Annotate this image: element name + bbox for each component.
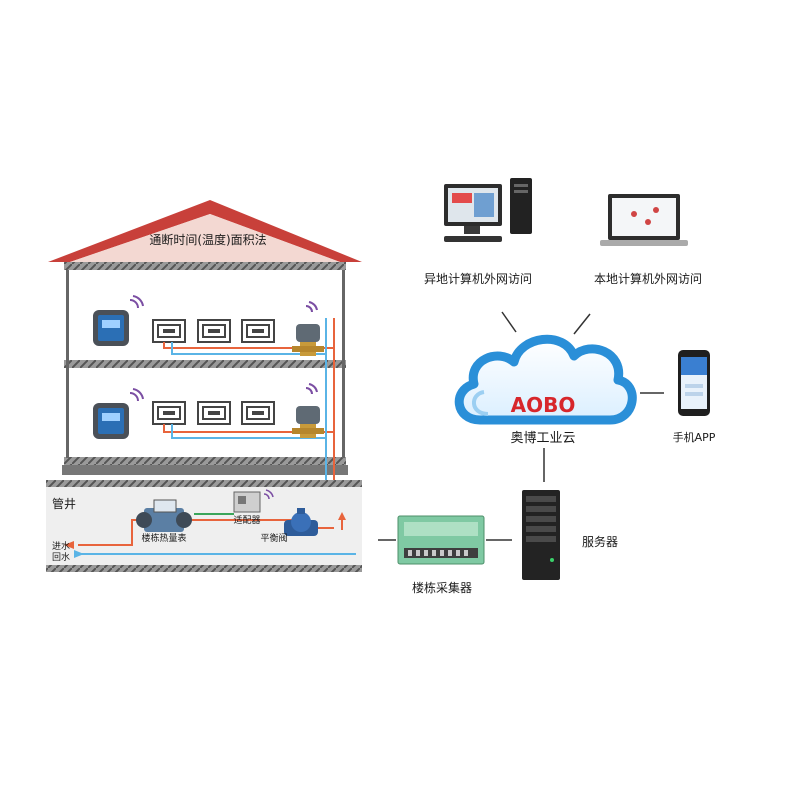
- balance-valve-icon: [284, 508, 318, 536]
- collector-label: 楼栋采集器: [412, 580, 472, 595]
- link-line: [501, 311, 517, 333]
- foundation-slab: [62, 465, 348, 475]
- thermostat-icon: [93, 295, 144, 346]
- roof: [48, 200, 362, 262]
- return-arrow-icon: [74, 550, 84, 558]
- shaft-label: 管井: [52, 496, 76, 511]
- wall-left: [66, 270, 69, 458]
- radiator-coil-icon: [197, 319, 231, 343]
- radiator-coil-icon: [197, 401, 231, 425]
- network: 异地计算机外网访问 本地计算机外网访问 AOBO 奥博工业云: [378, 178, 716, 595]
- house: 通断时间(温度)面积法: [48, 200, 362, 555]
- cloud-icon: [454, 334, 637, 425]
- heat-meter-label: 楼栋热量表: [141, 532, 186, 544]
- laptop-icon: [600, 194, 688, 246]
- motorized-valve-icon: [292, 383, 324, 438]
- cloud-logo: AOBO: [511, 393, 576, 417]
- phone-label: 手机APP: [673, 430, 716, 444]
- supply-pipe: [163, 342, 334, 349]
- thermostat-icon: [93, 388, 144, 439]
- wall-right: [342, 270, 345, 458]
- remote-pc-label: 异地计算机外网访问: [424, 271, 532, 286]
- link-line: [573, 313, 591, 335]
- floor-lower: [93, 383, 334, 439]
- shaft-beam-top: [46, 480, 362, 487]
- adapter-icon: [233, 489, 274, 513]
- return-label: 回水: [52, 551, 70, 563]
- data-collector-icon: [397, 515, 485, 565]
- pipe-shaft: 管井 进水 回水 楼栋热量表 适配器: [46, 480, 362, 572]
- heat-meter-icon: [136, 499, 192, 532]
- shaft-beam-bottom: [46, 565, 362, 572]
- supply-flow-line: [180, 519, 334, 529]
- beam-bottom: [64, 457, 346, 465]
- server-icon: [522, 490, 560, 580]
- roof-label: 通断时间(温度)面积法: [149, 232, 266, 247]
- smartphone-icon: [678, 350, 710, 416]
- beam-middle: [64, 360, 346, 368]
- radiator-coil-icon: [152, 401, 186, 425]
- server-label: 服务器: [582, 534, 618, 549]
- supply-label: 进水: [52, 540, 70, 552]
- return-pipe: [171, 424, 326, 439]
- cloud-label: 奥博工业云: [510, 431, 575, 446]
- roof-gable: [70, 214, 340, 262]
- local-pc-label: 本地计算机外网访问: [594, 271, 702, 286]
- adapter-label: 适配器: [233, 515, 260, 526]
- radiator-coil-icon: [241, 401, 275, 425]
- floor-upper: [93, 295, 334, 356]
- supply-pipe: [163, 424, 334, 433]
- balance-valve-label: 平衡阀: [260, 532, 287, 544]
- radiator-coil-icon: [241, 319, 275, 343]
- motorized-valve-icon: [292, 301, 324, 356]
- radiator-coil-icon: [152, 319, 186, 343]
- beam-top: [64, 262, 346, 270]
- desktop-computer-icon: [444, 178, 532, 242]
- return-pipe: [171, 342, 326, 355]
- supply-arrow-icon: [64, 541, 74, 549]
- flow-up-arrow-icon: [338, 512, 346, 520]
